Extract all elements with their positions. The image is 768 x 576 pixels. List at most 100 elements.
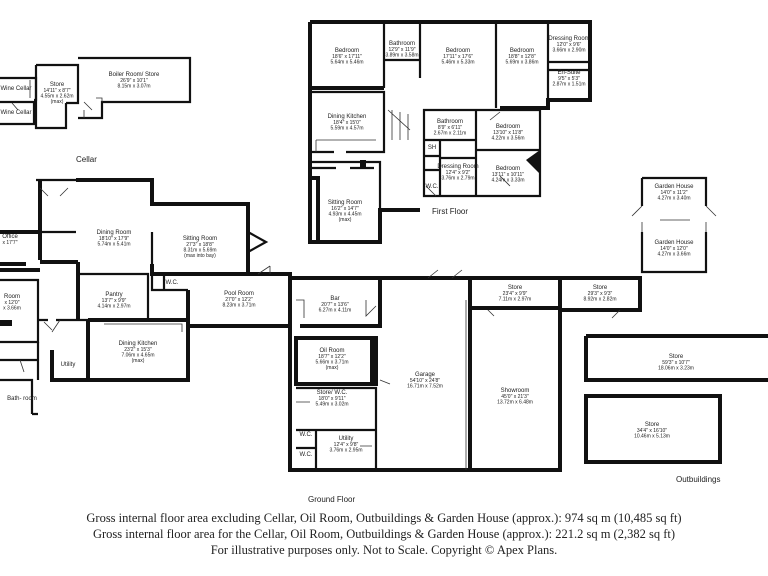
- room-name: Utility: [61, 362, 76, 368]
- room-name: Bedroom: [496, 124, 520, 130]
- room-dimension: 18'4" x 15'0": [333, 120, 361, 126]
- room-wine-cellar-bottom: Wine Cellar: [0, 110, 31, 116]
- room-dimension: 8.92m x 2.82m: [583, 297, 616, 303]
- room-dimension: 8'9" x 6'11": [438, 125, 462, 131]
- room-dimension: (max): [339, 217, 352, 223]
- room-gf-utility1: Utility: [61, 362, 76, 368]
- room-name: Sitting Room: [328, 200, 362, 206]
- room-dimension: 6.27m x 4.11m: [319, 308, 352, 314]
- room-dimension: (max into bay): [184, 253, 216, 259]
- room-dimension: 45'0" x 21'3": [501, 394, 529, 400]
- room-dimension: 4.22m x 3.56m: [491, 136, 524, 142]
- room-name: W.C.: [166, 280, 179, 286]
- room-dimension: 18'8" x 12'8": [508, 54, 536, 60]
- footer-copyright: For illustrative purposes only. Not to S…: [210, 543, 558, 557]
- room-dimension: 4.24m x 3.33m: [491, 178, 524, 184]
- footer-line-including: Gross internal floor area for the Cellar…: [92, 527, 676, 541]
- room-name: Store: [669, 354, 684, 360]
- room-name: En-Suite: [557, 70, 581, 76]
- room-dimension: 18'6" x 17'11": [332, 54, 362, 60]
- room-dimension: 2.87m x 1.51m: [552, 82, 585, 88]
- floor-label-outbuildings: Outbuildings: [676, 475, 720, 484]
- room-dimension: 5.59m x 4.57m: [330, 126, 363, 132]
- room-name: Dining Kitchen: [328, 114, 367, 120]
- room-dimension: 5.46m x 5.33m: [441, 60, 474, 66]
- room-dimension: x 17'7": [3, 240, 18, 246]
- room-dimension: 5.49m x 3.02m: [315, 402, 348, 408]
- room-dimension: 5.66m x 3.71m: [315, 360, 348, 366]
- room-name: Bedroom: [496, 166, 520, 172]
- room-name: Bedroom: [446, 48, 470, 54]
- room-name: Utility: [339, 436, 354, 442]
- room-dimension: 29'3" x 9'3": [588, 291, 613, 297]
- room-dimension: 34'4" x 16'10": [637, 428, 667, 434]
- room-dimension: 3.76m x 2.79m: [441, 176, 474, 182]
- room-gf-wc2: W.C.: [300, 432, 313, 438]
- room-dimension: 16.71m x 7.52m: [407, 384, 443, 390]
- room-dimension: 13'11" x 10'11": [492, 172, 524, 178]
- room-ff-sh: SH: [428, 145, 436, 151]
- room-name: Dressing Room: [437, 164, 478, 170]
- room-gf-store-wc: Store/ W.C.18'0" x 9'11"5.49m x 3.02m: [315, 390, 348, 408]
- room-dimension: 14'0" x 12'0": [660, 246, 688, 252]
- floor-label-cellar: Cellar: [76, 155, 97, 164]
- room-name: SH: [428, 145, 436, 151]
- room-dimension: (max): [132, 358, 145, 364]
- room-dimension: 2.67m x 2.11m: [434, 131, 467, 137]
- room-dimension: 27'0" x 12'2": [225, 297, 253, 303]
- room-name: Pool Room: [224, 291, 254, 297]
- room-name: Oil Room: [319, 348, 344, 354]
- room-name: Office: [2, 234, 18, 240]
- room-dimension: 23'4" x 9'9": [503, 291, 528, 297]
- room-dimension: 23'2" x 15'3": [124, 347, 152, 353]
- room-dimension: 14'11" x 8'7": [43, 88, 70, 94]
- room-name: Wine Cellar: [0, 110, 31, 116]
- room-dimension: 26'9" x 10'1": [120, 78, 148, 84]
- room-dimension: 4.14m x 2.97m: [97, 304, 130, 310]
- room-dimension: 8.31m x 5.69m: [183, 248, 216, 254]
- room-name: Dressing Room: [548, 36, 589, 42]
- room-dimension: 5.74m x 5.41m: [97, 242, 130, 248]
- cellar-plan: [0, 56, 192, 130]
- footer-line-excluding: Gross internal floor area excluding Cell…: [86, 511, 682, 525]
- room-dimension: 18'7" x 12'2": [318, 354, 346, 360]
- room-name: Store: [50, 82, 65, 88]
- room-dimension: 59'3" x 10'7": [662, 360, 690, 366]
- room-dimension: x 12'0": [5, 300, 20, 306]
- room-dimension: 12'4" x 9'2": [446, 170, 471, 176]
- room-dimension: 14'0" x 11'2": [660, 190, 687, 196]
- room-dimension: 4.93m x 4.45m: [328, 212, 361, 218]
- outbuildings-plan: [584, 334, 768, 464]
- room-dimension: 7.06m x 4.65m: [121, 353, 154, 359]
- room-dimension: 13'7" x 9'9": [102, 298, 127, 304]
- room-gf-wc3: W.C.: [300, 452, 313, 458]
- room-dimension: 16'2" x 14'7": [331, 206, 359, 212]
- room-name: Boiler Room/ Store: [109, 72, 160, 78]
- room-dimension: 18.06m x 3.23m: [658, 366, 694, 372]
- room-dimension: (max): [51, 99, 64, 105]
